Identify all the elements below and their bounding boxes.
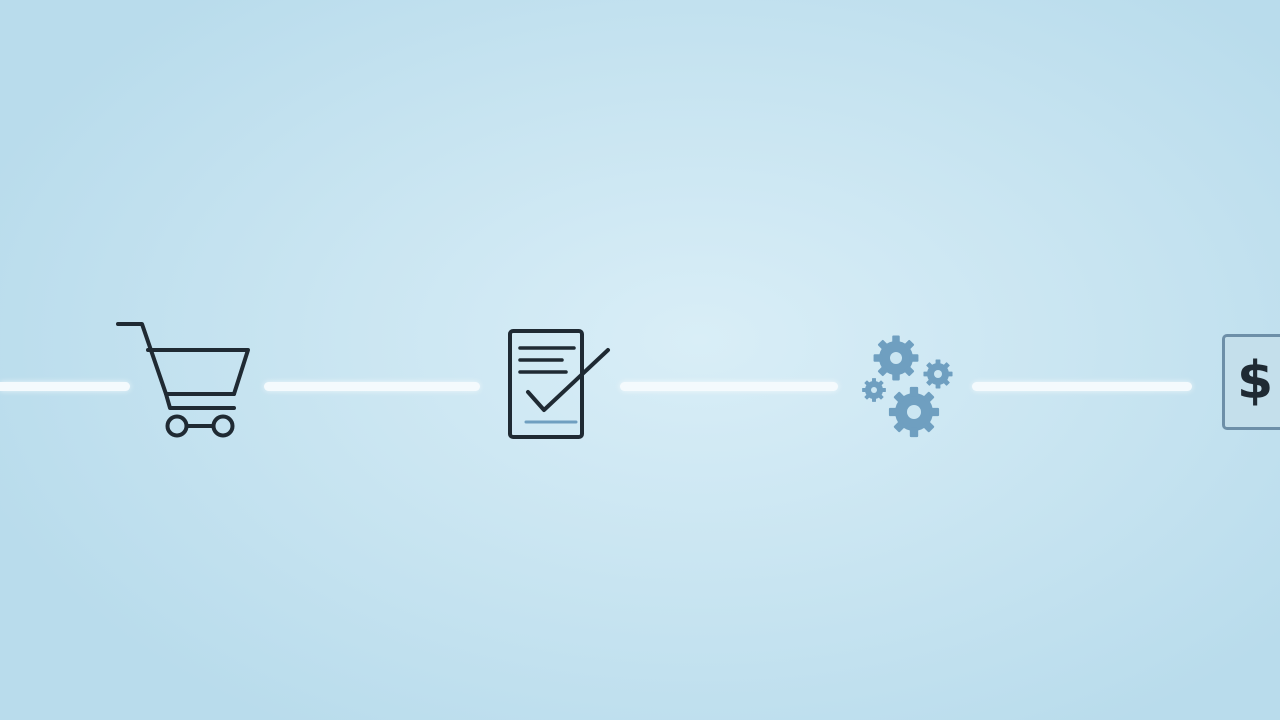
gears-icon xyxy=(862,335,953,438)
step-cart xyxy=(114,318,254,442)
step-document xyxy=(504,326,614,442)
dollar-symbol: $ xyxy=(1237,351,1274,411)
connector-line xyxy=(620,382,838,391)
step-payment: $ xyxy=(1218,330,1280,436)
connector-line xyxy=(0,382,130,391)
connector-line xyxy=(264,382,480,391)
dollar-box-icon: $ xyxy=(1222,334,1280,430)
step-gears xyxy=(858,332,958,442)
shopping-cart-icon xyxy=(116,322,250,438)
connector-line xyxy=(972,382,1192,391)
checklist-document-icon xyxy=(508,329,610,439)
